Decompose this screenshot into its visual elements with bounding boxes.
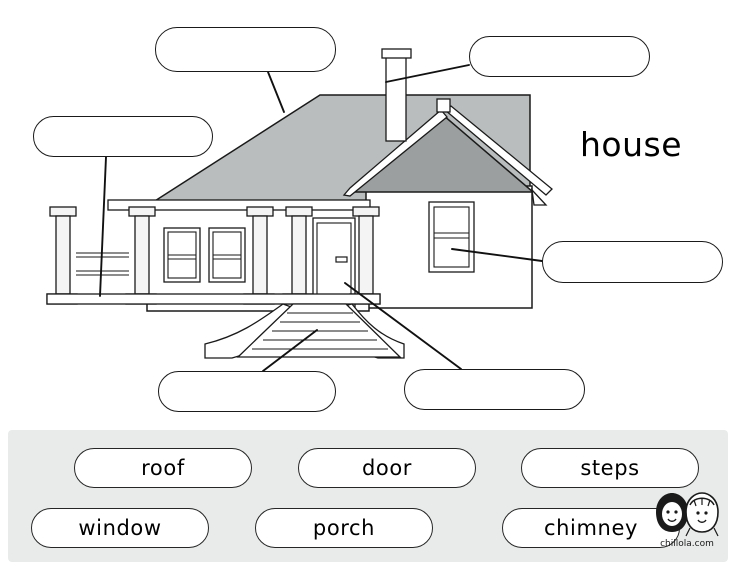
front-window-right	[208, 227, 246, 283]
porch-roof-beam	[107, 199, 371, 211]
side-window	[428, 201, 475, 273]
word-chip-window[interactable]: window	[31, 508, 209, 548]
logo-caption: chillola.com	[660, 539, 714, 549]
answer-blank-steps[interactable]	[158, 371, 336, 412]
leader-steps	[262, 329, 318, 372]
answer-blank-window[interactable]	[542, 241, 723, 283]
answer-blank-roof[interactable]	[155, 27, 336, 72]
leader-window	[451, 248, 543, 262]
logo-face-right	[685, 492, 719, 537]
answer-blank-porch[interactable]	[33, 116, 213, 157]
logo-face-left	[656, 493, 688, 532]
gable-roof	[342, 98, 553, 206]
leader-porch	[99, 156, 107, 297]
word-bank-panel: roof door steps window porch chimney	[8, 430, 728, 562]
page-title: house	[580, 125, 683, 164]
leader-door	[344, 282, 462, 370]
front-window-left	[163, 227, 201, 283]
chimney	[381, 48, 412, 142]
word-chip-chimney[interactable]: chimney	[502, 508, 680, 548]
word-chip-porch[interactable]: porch	[255, 508, 433, 548]
door-handle	[335, 256, 348, 263]
answer-blank-door[interactable]	[404, 369, 585, 410]
word-chip-roof[interactable]: roof	[74, 448, 252, 488]
leader-roof	[267, 71, 285, 113]
answer-blank-chimney[interactable]	[469, 36, 650, 77]
connector-lines	[99, 64, 543, 372]
word-chip-door[interactable]: door	[298, 448, 476, 488]
word-chip-steps[interactable]: steps	[521, 448, 699, 488]
leader-chimney	[385, 64, 470, 83]
chillola-logo: chillola.com	[650, 488, 724, 554]
steps	[204, 303, 405, 359]
